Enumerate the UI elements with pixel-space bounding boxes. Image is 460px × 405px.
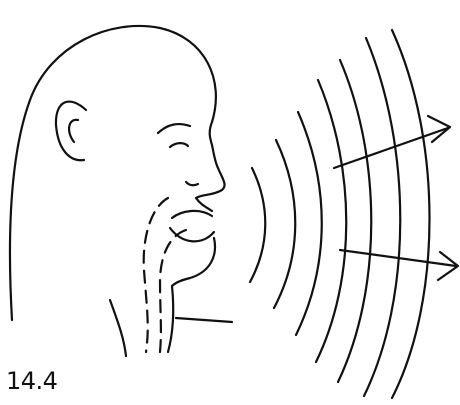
ear-outline — [56, 102, 86, 161]
head-outline — [10, 26, 225, 320]
sound-wave — [338, 60, 371, 382]
sound-wave — [296, 112, 322, 335]
sound-wave — [392, 30, 430, 398]
collar-line — [176, 318, 232, 322]
figure-number: 14.4 — [6, 366, 57, 396]
sound-wave — [274, 140, 295, 308]
mouth-upper-lip — [172, 211, 212, 218]
eyebrow — [158, 124, 190, 133]
sound-wave — [364, 38, 400, 396]
chin-jaw — [172, 238, 215, 286]
sound-wave — [316, 80, 346, 362]
sound-waves — [250, 30, 430, 398]
neck-front — [168, 286, 173, 352]
upper-arrow-head — [428, 116, 450, 142]
sound-wave — [250, 168, 265, 282]
nostril — [186, 182, 198, 185]
eye — [170, 143, 188, 147]
upper-arrow-shaft — [334, 128, 448, 168]
neck-back — [110, 300, 126, 356]
ear-inner — [69, 120, 78, 142]
vocal-tract-outer — [144, 198, 168, 352]
